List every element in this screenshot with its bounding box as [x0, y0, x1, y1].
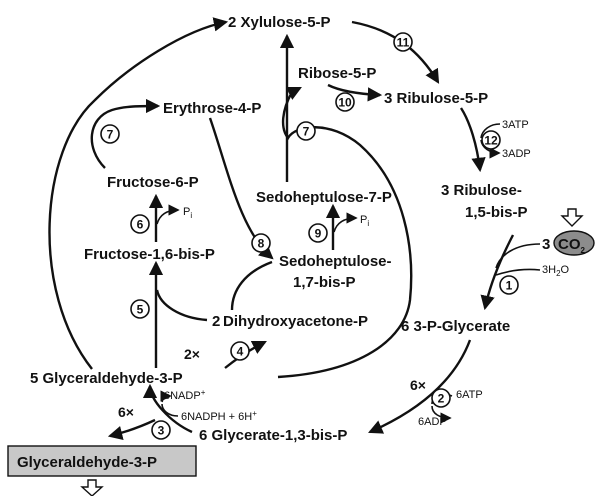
step-number: 2: [438, 392, 445, 406]
step-badge-4: 4: [230, 341, 250, 361]
cofactor-3adp: 3ADP: [502, 148, 531, 160]
cofactor-labels: 3ATP 3ADP 3 CO2 3H2O 6ATP 6ADP 6NADP+ 6N…: [164, 119, 586, 428]
step-badge-7-right: 7: [296, 121, 316, 141]
arrow-nadp-out: [160, 390, 172, 403]
arrow-ribulose5p-to-rubp: [459, 107, 486, 173]
arrow-pi-out-6: [156, 204, 180, 225]
co2-coefficient: 3: [542, 236, 550, 253]
step-number: 3: [158, 424, 165, 438]
label-ribulose-5-p: 3 Ribulose-5-P: [384, 90, 488, 107]
label-3-p-glycerate: 6 3-P-Glycerate: [401, 318, 510, 335]
step-badge-5: 5: [130, 299, 150, 319]
h2o-post: O: [561, 264, 570, 276]
label-dhap-coefficient: 2: [212, 313, 220, 330]
pi-step6: Pi: [183, 206, 192, 220]
h2o-label: 3H2O: [542, 264, 570, 278]
label-ribose-5-p: Ribose-5-P: [298, 65, 376, 82]
co2-subscript: 2: [581, 246, 586, 255]
step-badge-11: 11: [393, 32, 413, 52]
step-number: 10: [338, 96, 352, 110]
co2-main: CO: [558, 236, 581, 253]
arrow-dhap-to-sbp: [230, 260, 273, 311]
arrow-adp-out-2: [431, 405, 452, 424]
label-ribulose-bp-line1: 3 Ribulose-: [441, 182, 522, 199]
arrow-f6p-to-erythrose: [90, 98, 161, 169]
pi-step9: Pi: [360, 214, 369, 228]
step-number: 8: [258, 237, 265, 251]
gap-output-arrow: [80, 479, 104, 496]
multiplier-step3: 6×: [118, 404, 134, 420]
step-number: 7: [107, 128, 114, 142]
label-dihydroxyacetone-p: Dihydroxyacetone-P: [223, 313, 368, 330]
co2-label: CO2: [558, 236, 586, 255]
nadp-superscript: +: [201, 388, 206, 397]
arrow-ribose-to-ribulose5p: [327, 83, 383, 102]
label-output-glyceraldehyde-3-p: Glyceraldehyde-3-P: [17, 454, 157, 471]
arrow-co2-in: [495, 243, 541, 269]
output-box: [7, 445, 197, 477]
multiplier-step2: 6×: [410, 377, 426, 393]
cofactor-6adp: 6ADP: [418, 416, 447, 428]
metabolite-labels: 2 Xylulose-5-P Ribose-5-P 3 Ribulose-5-P…: [17, 14, 528, 471]
cofactor-6atp: 6ATP: [456, 389, 483, 401]
multiplier-step4: 2×: [184, 346, 200, 362]
arrow-h2o-in: [495, 268, 541, 276]
step-badge-3: 3: [151, 420, 171, 440]
step-badge-12: 12: [481, 130, 501, 150]
step-number: 7: [303, 125, 310, 139]
pi-subscript: i: [367, 219, 369, 228]
label-xylulose-5-p: 2 Xylulose-5-P: [228, 14, 331, 31]
step-badge-10: 10: [335, 92, 355, 112]
co2-input-arrow: [560, 208, 584, 227]
step-number: 11: [397, 36, 410, 50]
step-number: 9: [315, 227, 322, 241]
label-glycerate-1-3-bis-p: 6 Glycerate-1,3-bis-P: [199, 427, 347, 444]
label-ribulose-bp-line2: 1,5-bis-P: [465, 204, 528, 221]
step-number: 12: [484, 134, 498, 148]
arrow-bpg-to-gap: [142, 383, 193, 434]
step-badge-9: 9: [308, 223, 328, 243]
label-erythrose-4-p: Erythrose-4-P: [163, 100, 261, 117]
nadph-superscript: +: [252, 409, 257, 418]
step-number: 5: [137, 303, 144, 317]
arrow-gap-to-xylulose: [48, 17, 229, 370]
step-badge-6: 6: [130, 214, 150, 234]
label-sedoheptulose-7-p: Sedoheptulose-7-P: [256, 189, 392, 206]
nadph-main: 6NADPH + 6H: [181, 411, 252, 423]
step-number: 4: [237, 345, 244, 359]
arrow-rubp-to-pga: [480, 234, 515, 311]
label-glyceraldehyde-3-p: 5 Glyceraldehyde-3-P: [30, 370, 183, 387]
cofactor-nadph: 6NADPH + 6H+: [181, 409, 257, 423]
cofactor-nadp: 6NADP+: [164, 388, 206, 402]
arrow-nadph-in: [161, 403, 179, 417]
multipliers: 2× 6× 6×: [118, 346, 426, 420]
step-badge-7-left: 7: [100, 124, 120, 144]
step-badge-8: 8: [251, 233, 271, 253]
h2o-pre: 3H: [542, 264, 556, 276]
label-sedoheptulose-bp-line1: Sedoheptulose-: [279, 253, 392, 270]
arrow-to-output-gap: [107, 418, 156, 441]
step-number: 6: [137, 218, 144, 232]
nadp-main: 6NADP: [164, 390, 201, 402]
cofactor-3atp: 3ATP: [502, 119, 529, 131]
label-fructose-1-6-bis-p: Fructose-1,6-bis-P: [84, 246, 215, 263]
label-sedoheptulose-bp-line2: 1,7-bis-P: [293, 274, 356, 291]
co2-ellipse: [553, 230, 595, 256]
arrow-atp-in-12: [480, 123, 501, 139]
step-badge-1: 1: [499, 275, 519, 295]
step-number: 1: [506, 279, 513, 293]
label-fructose-6-p: Fructose-6-P: [107, 174, 199, 191]
pi-main: P: [183, 206, 190, 218]
arrow-pi-out-9: [333, 212, 358, 233]
pi-main: P: [360, 214, 367, 226]
pi-subscript: i: [190, 211, 192, 220]
arrow-dhap-to-fbp: [155, 289, 208, 322]
h2o-subscript: 2: [556, 269, 561, 278]
step-badge-2: 2: [431, 388, 451, 408]
step-badges: 11 10 12 7 7 6 9 8 5 4 1 2 3: [100, 32, 519, 440]
